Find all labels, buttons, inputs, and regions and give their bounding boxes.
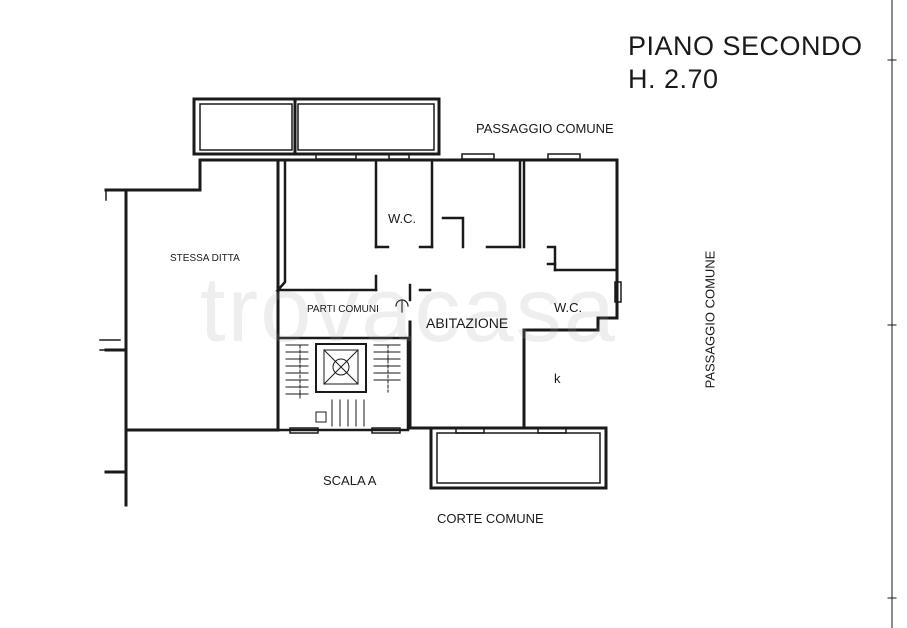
label-kitchen: k: [554, 371, 561, 386]
sheet-border: [887, 0, 897, 628]
stessa-ditta-thin: [99, 189, 121, 351]
interior-walls: [275, 158, 619, 430]
label-wc-1: W.C.: [388, 211, 417, 226]
floor-title: PIANO SECONDO: [628, 31, 863, 61]
door-symbol: [395, 299, 409, 313]
upper-balconies: [192, 97, 441, 156]
label-parti-comuni: PARTI COMUNI: [307, 304, 379, 315]
label-wc-2: W.C.: [554, 300, 583, 315]
stairwell: [276, 336, 410, 432]
watermark: trovacasa: [200, 259, 617, 361]
label-passaggio-top: PASSAGGIO COMUNE: [476, 121, 614, 136]
stessa-ditta-walls: [104, 188, 280, 507]
label-corte: CORTE COMUNE: [437, 511, 544, 526]
side-window: [614, 281, 622, 303]
bottom-balcony: [429, 426, 608, 490]
ceiling-height: H. 2.70: [628, 64, 719, 94]
label-stessa-ditta: STESSA DITTA: [170, 253, 240, 264]
label-scala: SCALA A: [323, 473, 377, 488]
top-windows: [315, 153, 581, 160]
label-passaggio-side: PASSAGGIO COMUNE: [702, 250, 718, 389]
label-abitazione: ABITAZIONE: [426, 315, 509, 331]
